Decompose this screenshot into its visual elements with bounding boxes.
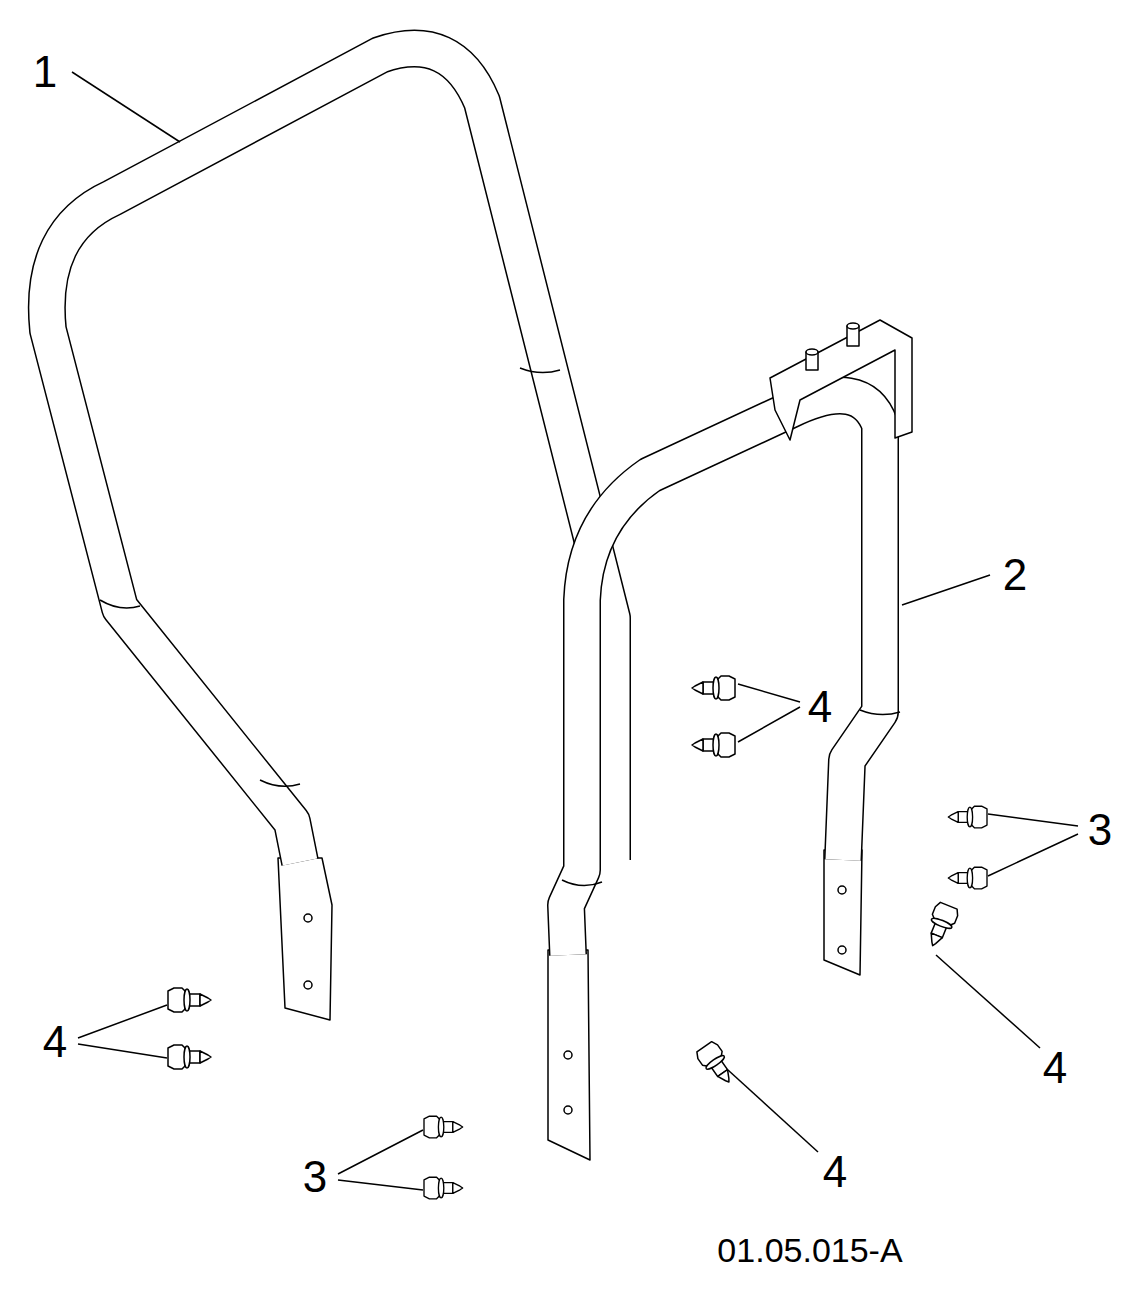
bolt (168, 1045, 211, 1069)
mount-plate (278, 858, 332, 1020)
callout-number: 4 (823, 1150, 847, 1194)
callout-number: 4 (1043, 1046, 1067, 1090)
rear-frame (47, 49, 612, 1020)
callout-number: 1 (33, 50, 57, 94)
screw (948, 806, 987, 828)
screw (948, 867, 987, 889)
bolt-hole (304, 981, 312, 989)
callout-number: 4 (43, 1020, 67, 1064)
tube-bend-mark (562, 710, 900, 886)
bolt-hole (564, 1106, 572, 1114)
frame-tube (47, 49, 612, 862)
leader-lines (72, 72, 1078, 1190)
front-frame (548, 320, 912, 1160)
pin (847, 323, 859, 329)
frame-tube (566, 396, 880, 955)
bolt (692, 733, 735, 757)
frame-tube (47, 49, 612, 862)
callout-number: 2 (1003, 553, 1027, 597)
figure-code: 01.05.015-A (717, 1233, 902, 1267)
bolt-hole (838, 886, 846, 894)
callout-number: 3 (303, 1155, 327, 1199)
callout-number: 4 (808, 685, 832, 729)
callout-number: 3 (1088, 808, 1112, 852)
screw (424, 1177, 463, 1199)
mount-plate (548, 950, 590, 1160)
tube-bend-mark (100, 368, 560, 786)
pin (806, 349, 818, 355)
bolt (168, 988, 211, 1012)
bolt-hole (838, 946, 846, 954)
mount-plate (824, 850, 862, 975)
bolt-hole (564, 1051, 572, 1059)
screw (424, 1116, 463, 1138)
handle-bracket (770, 320, 912, 440)
bolt (692, 676, 735, 700)
bolt (922, 901, 960, 950)
frame-tube (566, 396, 880, 955)
bolt (694, 1040, 738, 1089)
bolt-hole (304, 914, 312, 922)
